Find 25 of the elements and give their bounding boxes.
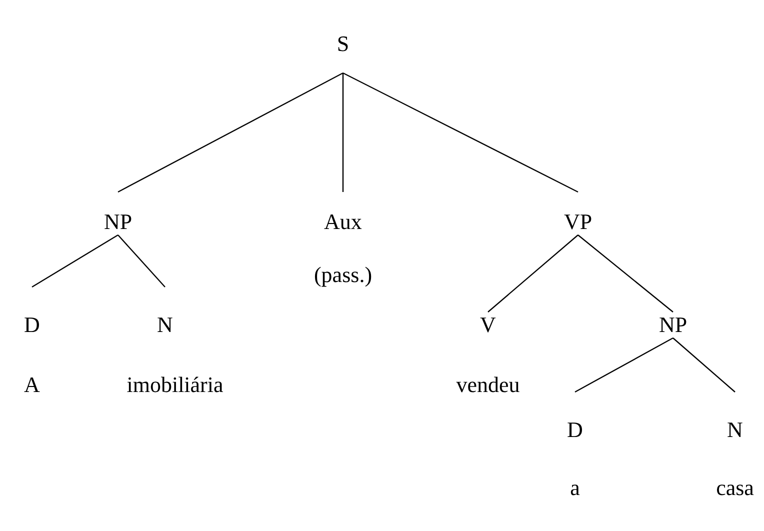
- category-label: Aux: [324, 209, 362, 235]
- category-label: N: [157, 312, 173, 338]
- category-label: V: [480, 312, 496, 338]
- category-label: VP: [564, 209, 592, 235]
- tree-branch-line: [672, 338, 736, 392]
- category-label: NP: [104, 209, 132, 235]
- tree-branch-line: [32, 234, 118, 288]
- category-label: NP: [658, 312, 688, 338]
- tree-branch-line: [578, 234, 674, 312]
- category-label: D: [567, 417, 583, 443]
- word-label: casa: [716, 475, 754, 501]
- tree-branch-line: [488, 234, 578, 312]
- word-label: vendeu: [456, 372, 520, 398]
- category-label: D: [24, 312, 40, 338]
- category-label: S: [336, 30, 350, 56]
- word-label: A: [24, 372, 40, 398]
- tree-branch-line: [118, 234, 166, 288]
- category-label: N: [727, 417, 743, 443]
- tree-branch-line: [342, 73, 344, 192]
- word-label: (pass.): [314, 262, 372, 288]
- tree-branch-line: [342, 72, 578, 193]
- word-label: imobiliária: [126, 372, 224, 398]
- tree-branch-line: [574, 337, 674, 393]
- word-label: a: [570, 475, 580, 501]
- tree-branch-line: [118, 72, 344, 193]
